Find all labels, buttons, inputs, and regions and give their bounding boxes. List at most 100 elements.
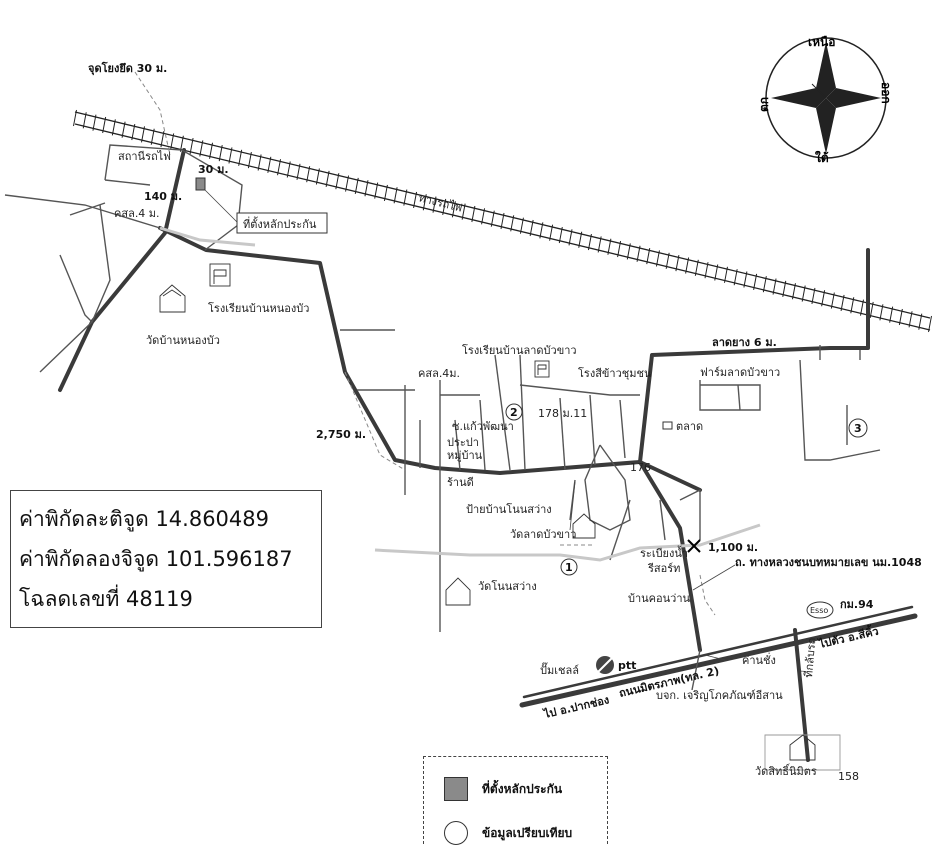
rail-tie [160,130,165,148]
label-num-158: 158 [838,770,859,783]
label-dist-2750: 2,750 ม. [316,428,366,441]
rail-tie [345,175,350,192]
compass-west: ตก [757,97,771,112]
label-highway-1048: ถ. ทางหลวงชนบทหมายเลข นม.1048 [735,556,922,569]
rail-tie [811,287,816,305]
latitude-text: ค่าพิกัดละติจูด 14.860489 [19,507,270,531]
esso-logo-icon [806,601,834,619]
label-shop: ร้านดี [447,476,474,489]
label-num-178: 178 ม.11 [538,407,587,420]
rail-tie [432,196,437,213]
rail-tie [908,311,913,328]
rail-tie [179,135,184,152]
rail-tie [267,156,272,173]
label-school-nongbua: โรงเรียนบ้านหนองบัว [208,301,309,315]
rail-tie [733,269,738,286]
rail-tie [840,294,845,312]
rail-tie [461,203,466,220]
compass-rose [765,37,887,159]
legend-comparable-label: ข้อมูลเปรียบเทียบ [482,825,573,840]
rail-tie [451,201,456,218]
rail-tie [607,238,612,255]
rail-tie [889,306,894,323]
rail-tie [393,187,398,204]
rail-tie [510,215,515,232]
dashed-routes [134,71,716,616]
main-roads [58,148,918,762]
rail-tie [354,177,359,194]
compass-east: ออก [879,82,893,104]
rail-tie [481,208,486,225]
label-village: หมู่บ้าน [447,449,483,462]
map-legend: ที่ตั้งหลักประกัน ข้อมูลเปรียบเทียบ [423,756,608,845]
label-water-2: รีสอร์ท [647,562,680,575]
label-temple-nongbua: วัดบ้านหนองบัว [146,334,220,347]
rail-tie [704,262,709,279]
rail-tie [150,128,155,145]
rail-tie [685,257,690,274]
rail-tie [665,252,670,269]
label-survey-point: จุดโยงยึด 30 ม. [88,61,167,76]
rail-tie [277,159,282,176]
compass-south: ใต้ [815,150,829,165]
rail-tie [568,229,573,246]
rail-tie [782,280,787,297]
rail-tie [617,240,622,258]
rail-tie [121,121,126,138]
deed-number-text: โฉลดเลขที่ 48119 [19,587,193,611]
light-road [159,226,761,562]
label-company: บจก. เจริญโภคภัณฑ์อีสาน [656,688,783,702]
label-market: ตลาด [676,420,703,433]
rail-tie [928,315,932,333]
label-rice-mill: โรงสีข้าวชุมชน [578,366,652,380]
rail-tie [743,271,748,288]
rail-tie [519,217,524,234]
label-road-4m: คสล.4 ม. [114,207,160,220]
rail-tie [626,243,631,260]
label-dist-140: 140 ม. [144,190,182,203]
rail-tie [675,255,680,272]
rail-tie [753,273,758,290]
school-flag-icon [209,263,231,287]
rail-tie [325,170,330,187]
label-shell: ปั๊มเชลล์ [540,662,579,677]
label-circle-2: 2 [510,406,518,419]
label-water-1: ระเบียงน้ำ [640,545,688,560]
leader-lines [569,481,736,661]
rail-tie [131,123,136,141]
rail-tie [102,116,107,134]
label-road-4m-b: คสล.4ม. [418,367,460,380]
rail-tie [714,264,719,281]
longitude-text: ค่าพิกัดลองจิจูด 101.596187 [19,547,293,571]
comparable-circle-3 [848,418,868,438]
legend-collateral-label: ที่ตั้งหลักประกัน [482,781,563,796]
rail-tie [471,205,476,223]
temple-icon-latbuakhao [572,513,596,539]
rail-tie [73,109,77,127]
rail-tie [306,166,311,183]
rail-tie [364,180,369,197]
comparable-circle-1 [560,558,578,576]
label-esso: Esso [810,606,828,615]
rail-tie [296,163,301,180]
label-temple-sinimit: วัดสิทธิ์นิมิตร [755,763,817,778]
rail-tie [315,168,320,185]
rail-tie [636,245,641,262]
label-pracha: ประปา [447,436,479,449]
label-railway: ทางรถไฟ [417,191,464,214]
rail-tie [655,250,660,267]
rail-tie [830,292,835,309]
legend-row-comparable: ข้อมูลเปรียบเทียบ [444,821,572,845]
rail-tie [801,285,806,302]
label-dist-30: 30 ม. [198,163,229,176]
rail-tie [286,161,291,178]
rail-tie [898,308,903,326]
rail-tie [587,233,592,251]
label-farm: ฟาร์มลาดบัวขาว [700,366,780,379]
rail-tie [918,313,923,330]
label-dist-1100: 1,100 ม. [708,541,758,554]
rail-tie [578,231,583,248]
label-temple-nonsawang: วัดโนนสว่าง [478,579,537,593]
rail-tie [383,184,388,202]
